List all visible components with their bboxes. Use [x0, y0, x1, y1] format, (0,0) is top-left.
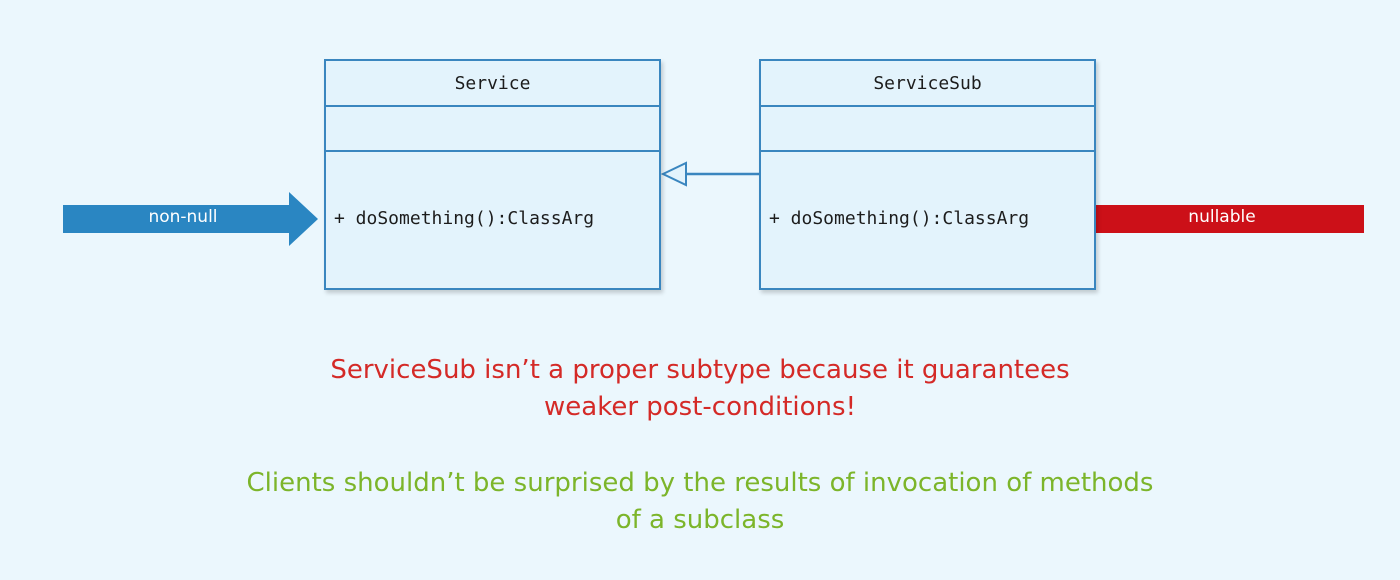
- non-null-label: non-null: [148, 207, 218, 227]
- class-method-service: + doSomething():ClassArg: [334, 208, 595, 229]
- class-attributes-servicesub: [761, 107, 1094, 152]
- class-box-service: Service + doSomething():ClassArg: [324, 59, 661, 290]
- class-method-servicesub: + doSomething():ClassArg: [769, 208, 1030, 229]
- non-null-arrow: [63, 192, 318, 246]
- class-box-servicesub: ServiceSub + doSomething():ClassArg: [759, 59, 1096, 290]
- inheritance-triangle-icon: [660, 161, 687, 187]
- nullable-arrow: [1053, 192, 1364, 246]
- class-name-service: Service: [326, 61, 659, 107]
- nullable-label: nullable: [1188, 207, 1256, 227]
- principle-caption: Clients shouldn’t be surprised by the re…: [0, 465, 1400, 539]
- warning-caption-line-2: weaker post-conditions!: [544, 392, 856, 422]
- principle-caption-line-2: of a subclass: [615, 505, 785, 535]
- class-name-servicesub: ServiceSub: [761, 61, 1094, 107]
- class-attributes-service: [326, 107, 659, 152]
- warning-caption-line-1: ServiceSub isn’t a proper subtype becaus…: [330, 355, 1070, 385]
- principle-caption-line-1: Clients shouldn’t be surprised by the re…: [246, 468, 1154, 498]
- warning-caption: ServiceSub isn’t a proper subtype becaus…: [0, 352, 1400, 426]
